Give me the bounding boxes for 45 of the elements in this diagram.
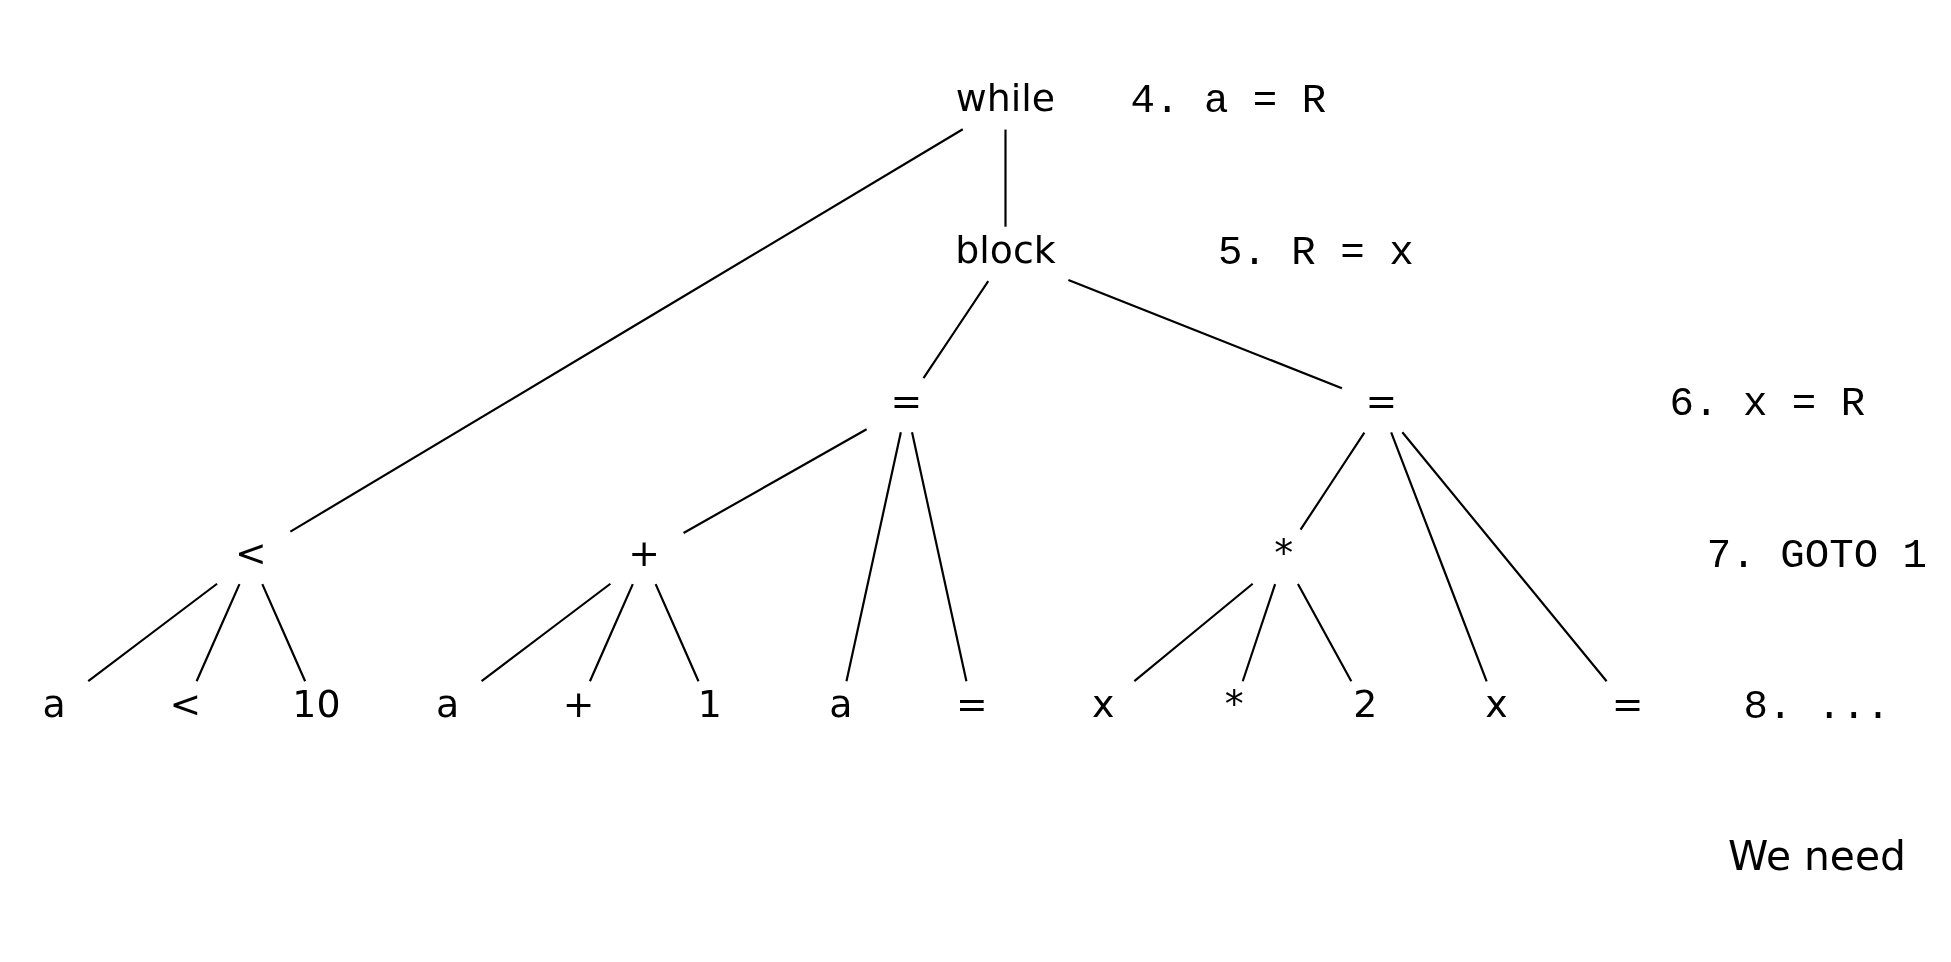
node-text: <	[168, 682, 201, 727]
connector	[195, 583, 240, 682]
node-text: *	[1273, 530, 1293, 575]
connector	[1003, 129, 1007, 227]
node-text: *	[1224, 682, 1244, 727]
node-text: +	[562, 682, 595, 727]
connector	[1241, 583, 1276, 682]
label: 4. a = R	[1129, 78, 1326, 125]
connector	[260, 583, 306, 682]
label: We need	[1727, 831, 1906, 880]
connector	[1067, 279, 1342, 390]
node-text: a	[435, 682, 459, 727]
node-text: 2	[1352, 682, 1377, 727]
node-text: block	[954, 227, 1056, 272]
node-text: =	[1611, 682, 1643, 727]
connector	[87, 582, 218, 682]
connector	[682, 428, 867, 534]
node-text: x	[1091, 682, 1114, 727]
connector	[844, 432, 902, 682]
connector	[1133, 582, 1253, 682]
node-text: =	[955, 682, 988, 727]
node-text: =	[890, 379, 922, 424]
connector	[1299, 432, 1365, 531]
connector	[588, 583, 634, 682]
connector	[1401, 431, 1607, 682]
label: 6. x = R	[1669, 381, 1865, 428]
connector	[654, 583, 699, 682]
connector	[1296, 583, 1352, 682]
node-text: 1	[697, 682, 722, 727]
connector	[910, 432, 967, 682]
node-text: a	[828, 682, 852, 727]
connector	[289, 128, 963, 533]
connector	[480, 582, 611, 682]
label: 5. R = x	[1217, 229, 1414, 276]
node-text: 10	[291, 682, 341, 727]
label: 7. GOTO 1	[1706, 532, 1927, 579]
connector	[922, 280, 989, 379]
node-text: =	[1364, 379, 1397, 424]
node-text: x	[1484, 682, 1508, 727]
node-text: <	[234, 530, 267, 575]
node-text: +	[627, 530, 660, 575]
label: 8. ...	[1743, 684, 1890, 731]
node-text: a	[42, 682, 66, 727]
node-text: while	[955, 76, 1055, 121]
connector	[1389, 431, 1488, 682]
